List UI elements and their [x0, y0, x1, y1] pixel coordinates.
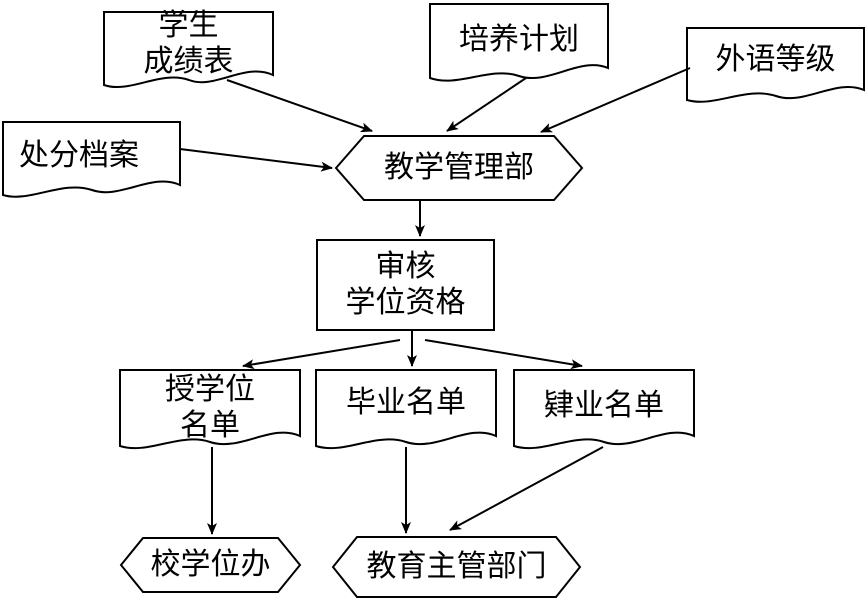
label-graduation-list: 毕业名单 — [346, 385, 466, 420]
label-completion-list: 肄业名单 — [544, 388, 664, 423]
label-student-grades: 学生 成绩表 — [143, 8, 234, 79]
arrow-review-to-degree-list — [242, 339, 401, 370]
doc-completion-list — [513, 369, 695, 450]
arrow-language-to-affairs — [540, 67, 691, 133]
doc-student-grades — [103, 11, 274, 88]
arrow-completion-list-to-dept — [449, 446, 604, 531]
doc-disciplinary — [2, 121, 181, 198]
hex-education-dept — [331, 536, 582, 598]
hex-academic-affairs — [334, 135, 584, 201]
label-foreign-language: 外语等级 — [715, 42, 836, 77]
arrow-review-to-completion-list — [424, 339, 583, 370]
doc-foreign-language — [686, 27, 865, 103]
arrow-plan-to-affairs — [446, 77, 527, 132]
hex-degree-office — [119, 537, 302, 593]
doc-degree-list — [119, 369, 301, 450]
doc-training-plan — [429, 3, 609, 82]
label-academic-affairs: 教学管理部 — [384, 150, 534, 185]
arrow-grades-to-affairs — [226, 79, 373, 133]
label-review-degree: 审核 学位资格 — [345, 249, 466, 320]
label-disciplinary: 处分档案 — [19, 138, 139, 173]
doc-graduation-list — [315, 369, 497, 450]
label-training-plan: 培养计划 — [459, 22, 579, 57]
arrow-disciplinary-to-affairs — [179, 148, 333, 172]
label-degree-list: 授学位 名单 — [165, 372, 255, 443]
process-review-degree — [316, 239, 495, 331]
label-education-dept: 教育主管部门 — [366, 549, 547, 584]
label-degree-office: 校学位办 — [150, 547, 271, 582]
